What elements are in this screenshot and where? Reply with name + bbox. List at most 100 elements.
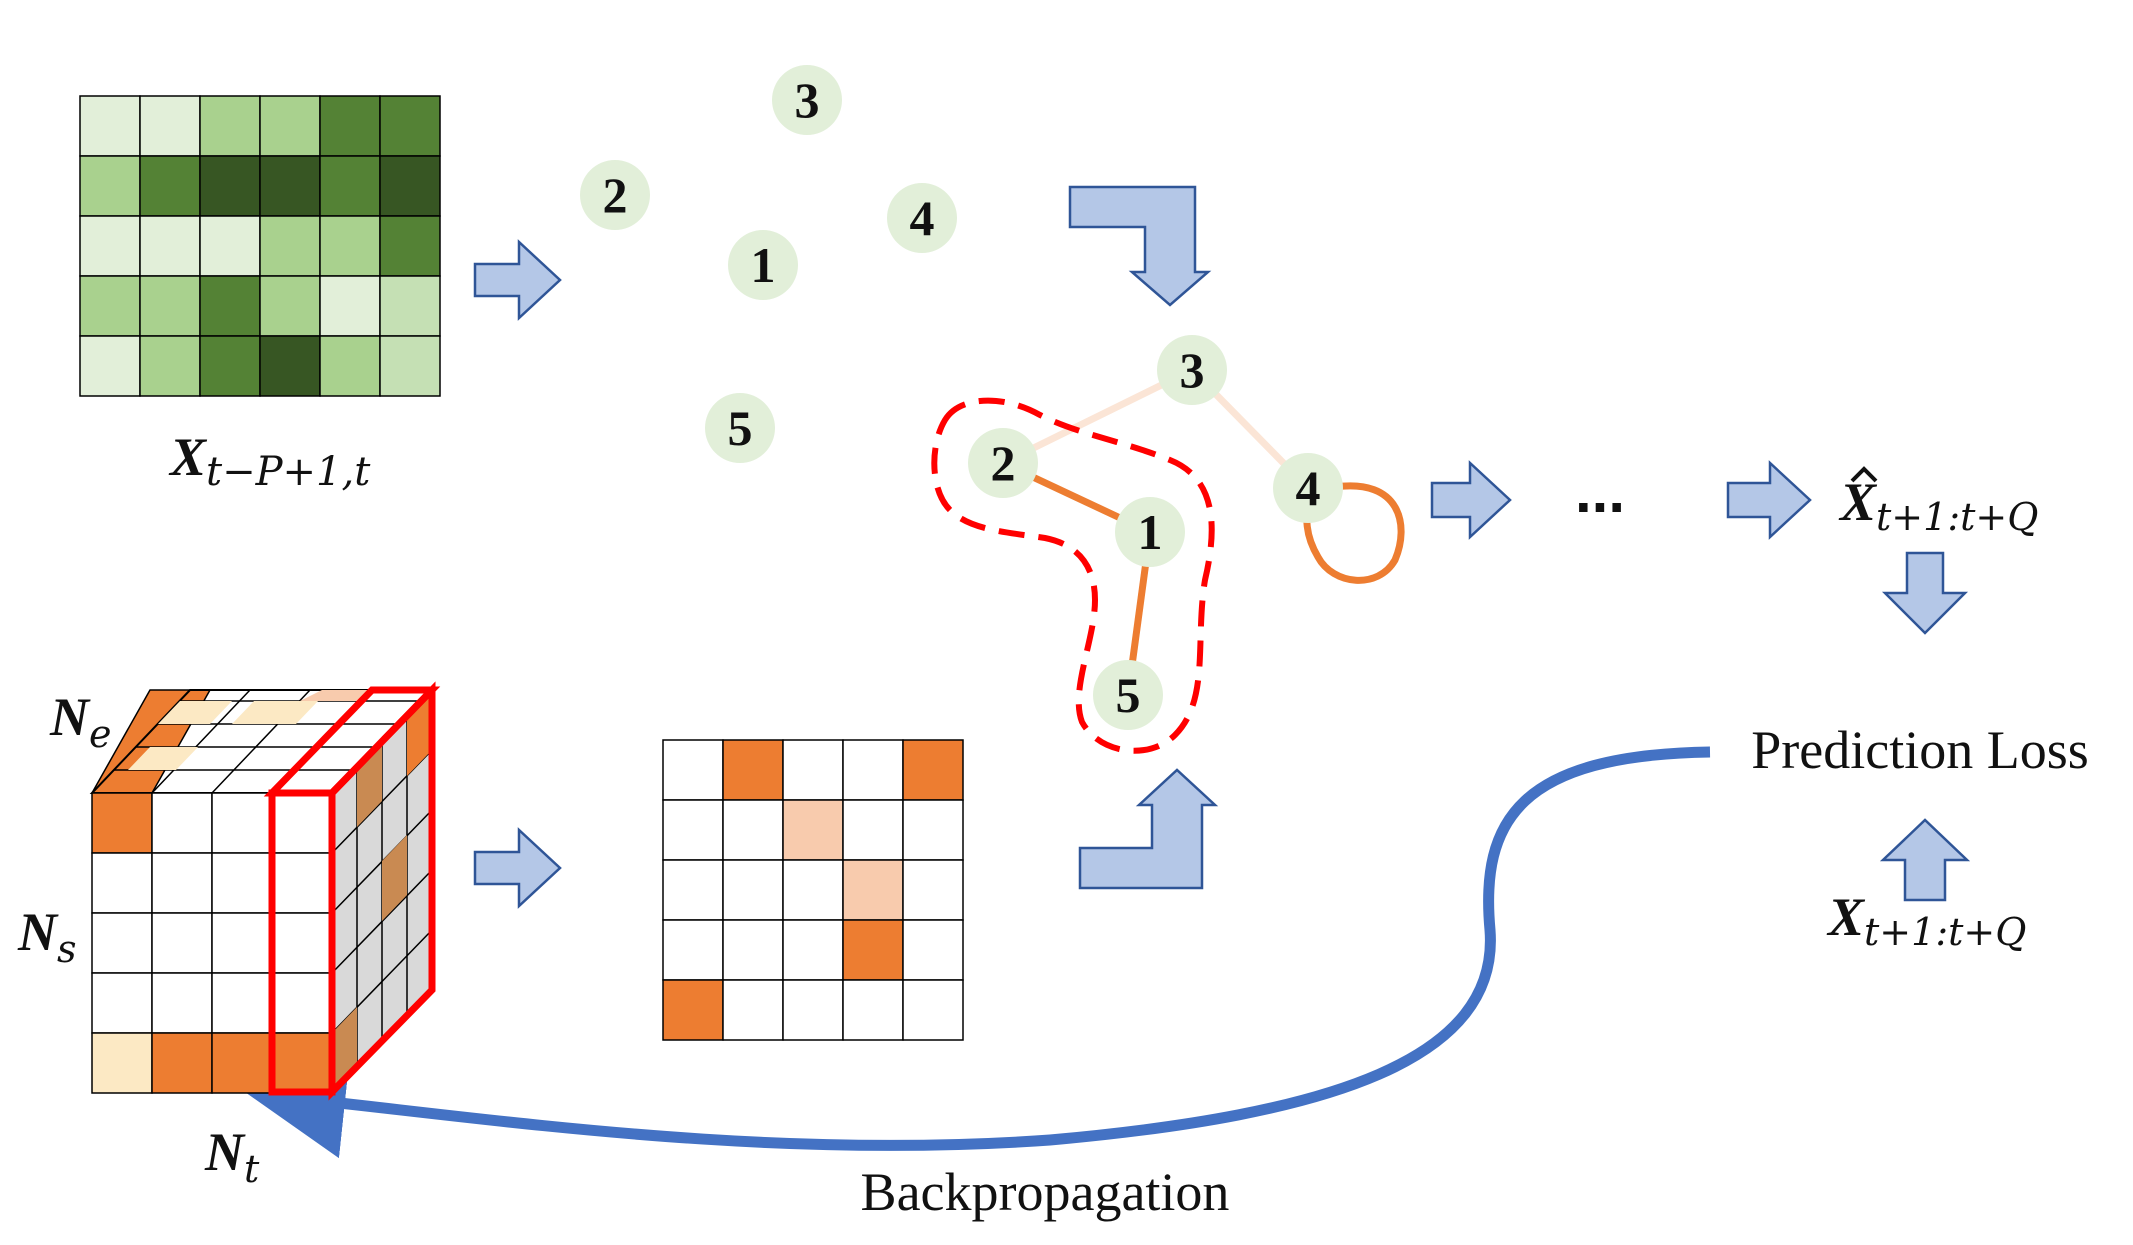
- svg-text:3: 3: [1180, 342, 1205, 398]
- graph-node-1: 1: [1115, 497, 1185, 567]
- ground-truth-label-sub: t+1:t+Q: [1864, 910, 2026, 954]
- grid-cell: [319, 275, 381, 337]
- isolated-node-3: 3: [772, 65, 842, 135]
- tensor-cell: [91, 1032, 153, 1094]
- matrix-cell: [722, 859, 784, 921]
- matrix-cell: [722, 739, 784, 801]
- matrix-cell: [782, 859, 844, 921]
- right-arrow-4: [473, 827, 562, 909]
- tensor-cell: [271, 912, 333, 974]
- matrix-cell: [842, 739, 904, 801]
- grid-cell: [379, 275, 441, 337]
- grid-cell: [199, 335, 261, 397]
- isolated-node-2: 2: [580, 160, 650, 230]
- matrix-cell: [902, 739, 964, 801]
- grid-cell: [79, 215, 141, 277]
- right-arrow-3: [1726, 460, 1812, 540]
- matrix-cell: [902, 799, 964, 861]
- grid-cell: [259, 215, 321, 277]
- tensor-cell: [151, 1032, 213, 1094]
- isolated-node-1: 1: [728, 230, 798, 300]
- matrix-cell: [842, 799, 904, 861]
- hat-accent: [1850, 466, 1878, 483]
- tensor-cell: [151, 972, 213, 1034]
- grid-cell: [79, 95, 141, 157]
- matrix-cell: [662, 739, 724, 801]
- tensor-cell: [151, 792, 213, 854]
- grid-cell: [199, 275, 261, 337]
- graph-node-3: 3: [1157, 335, 1227, 405]
- input-feature-grid: [79, 95, 441, 397]
- dashed-community-outline: [931, 397, 1215, 754]
- matrix-cell: [842, 919, 904, 981]
- tensor-front-face: [91, 792, 333, 1094]
- tensor-cell: [211, 972, 273, 1034]
- grid-cell: [199, 95, 261, 157]
- ellipsis: ...: [1575, 458, 1625, 525]
- edge-2-3: [1001, 366, 1194, 467]
- prediction-label-sub: t+1:t+Q: [1876, 495, 2038, 539]
- grid-cell: [379, 155, 441, 217]
- tensor-highlight-slice: [263, 681, 441, 1101]
- tensor-cell: [151, 912, 213, 974]
- grid-cell: [259, 95, 321, 157]
- matrix-cell: [782, 979, 844, 1041]
- right-arrow-2: [1430, 460, 1512, 540]
- matrix-cell: [782, 799, 844, 861]
- matrix-cell: [662, 799, 724, 861]
- grid-cell: [319, 335, 381, 397]
- input-label-main: X: [168, 427, 208, 487]
- bent-arrow-down: [1068, 185, 1212, 307]
- isolated-node-5: 5: [705, 393, 775, 463]
- tensor-cell: [91, 852, 153, 914]
- svg-text:5: 5: [728, 400, 753, 456]
- matrix-cell: [782, 739, 844, 801]
- grid-cell: [259, 275, 321, 337]
- grid-cell: [319, 215, 381, 277]
- matrix-cell: [662, 919, 724, 981]
- svg-text:1: 1: [1138, 504, 1163, 560]
- tensor-cell: [91, 912, 153, 974]
- loss-label: Prediction Loss: [1751, 720, 2088, 780]
- tensor-cell: [271, 972, 333, 1034]
- grid-cell: [259, 155, 321, 217]
- down-arrow-loss: [1881, 551, 1969, 635]
- tensor-cell: [211, 792, 273, 854]
- prediction-label: Xt+1:t+Q: [1838, 466, 2038, 539]
- matrix-cell: [722, 799, 784, 861]
- tensor-cell: [211, 1032, 273, 1094]
- ground-truth-label-main: X: [1826, 887, 1866, 947]
- learned-graph: 3 2 4 1 5: [931, 335, 1405, 754]
- matrix-cell: [722, 919, 784, 981]
- axis-label-s: Ns: [17, 902, 77, 971]
- grid-cell: [199, 155, 261, 217]
- grid-cell: [259, 335, 321, 397]
- axis-label-t: Nt: [204, 1122, 260, 1191]
- matrix-cell: [842, 979, 904, 1041]
- input-label: Xt−P+1,t: [168, 427, 371, 495]
- embedding-tensor: [89, 681, 441, 1101]
- matrix-cell: [902, 859, 964, 921]
- tensor-right-face: [331, 687, 433, 1095]
- tensor-cell: [211, 912, 273, 974]
- grid-cell: [379, 335, 441, 397]
- grid-cell: [79, 275, 141, 337]
- bent-arrow-up: [1078, 768, 1219, 890]
- graph-node-5: 5: [1093, 660, 1163, 730]
- matrix-cell: [842, 859, 904, 921]
- tensor-cell: [271, 792, 333, 854]
- matrix-cell: [722, 979, 784, 1041]
- adjacency-matrix: [662, 739, 964, 1041]
- grid-cell: [139, 155, 201, 217]
- tensor-cell: [91, 972, 153, 1034]
- matrix-cell: [782, 919, 844, 981]
- grid-cell: [379, 95, 441, 157]
- graph-node-4: 4: [1273, 453, 1343, 523]
- tensor-cell: [91, 792, 153, 854]
- matrix-cell: [662, 979, 724, 1041]
- matrix-cell: [902, 979, 964, 1041]
- backprop-label: Backpropagation: [861, 1162, 1230, 1222]
- svg-text:1: 1: [751, 237, 776, 293]
- grid-cell: [79, 335, 141, 397]
